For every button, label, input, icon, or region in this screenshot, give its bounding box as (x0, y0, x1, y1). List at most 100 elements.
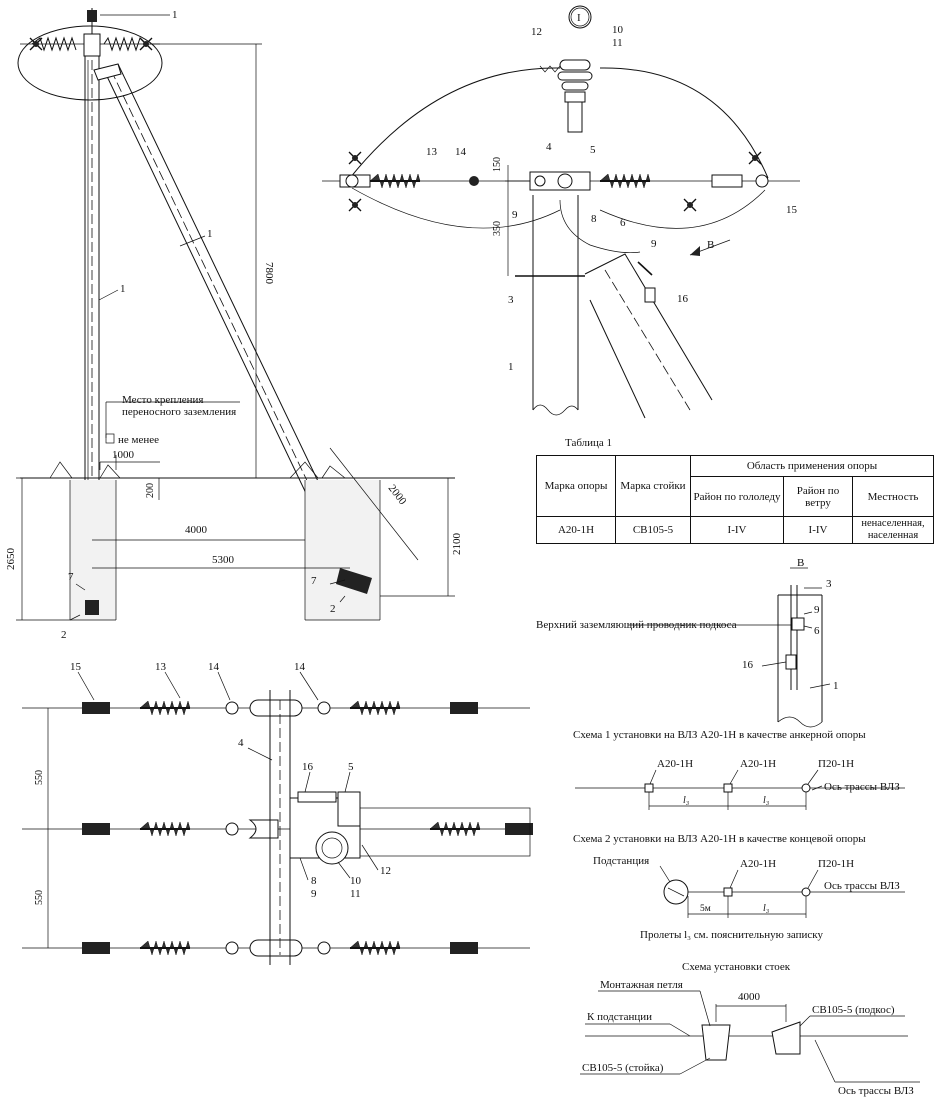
view-b: В Верхний заземляющий проводник подкоса … (536, 557, 839, 728)
plan-view: 15 13 14 14 4 5 16 8 9 10 11 12 550 550 (22, 661, 533, 965)
callout-1e: 1 (833, 680, 839, 692)
view-marker-label: I (577, 12, 581, 24)
dim-550-bottom: 550 (34, 890, 45, 905)
callout-8a: 8 (591, 213, 597, 225)
spans-note: Пролеты l₃ см. пояснительную записку (640, 929, 823, 941)
posts-axis-label: Ось трассы ВЛЗ (838, 1085, 914, 1097)
table-caption: Таблица 1 (565, 437, 612, 449)
callout-1a: 1 (172, 9, 178, 21)
callout-13b: 13 (155, 661, 167, 673)
callout-15a: 15 (786, 204, 798, 216)
callout-9c: 9 (311, 888, 317, 900)
table-cell-locality: ненаселенная, населенная (852, 516, 934, 544)
table-row: А20-1Н СВ105-5 I-IV I-IV ненаселенная, н… (536, 516, 934, 544)
dim-2000: 2000 (386, 482, 409, 507)
support-a20-1 (644, 783, 654, 793)
square-icon (105, 433, 115, 444)
to-substation-label: К подстанции (587, 1011, 652, 1023)
not-less-label: не менее (118, 434, 159, 446)
dim-550-top: 550 (34, 770, 45, 785)
support-p20 (801, 783, 811, 793)
callout-14a: 14 (455, 146, 467, 158)
posts-dim-4000: 4000 (738, 991, 761, 1003)
table-header-ice: Район по гололеду (690, 476, 784, 517)
scheme2-span-5m: 5м (700, 904, 711, 914)
callout-9b: 9 (651, 238, 657, 250)
callout-1c: 1 (207, 228, 213, 240)
scheme1-label-p: П20-1Н (818, 758, 854, 770)
posts-scheme-title: Схема установки стоек (682, 961, 791, 973)
table-header-area: Область применения опоры (690, 454, 934, 478)
callout-1b: 1 (120, 283, 126, 295)
post-icon (701, 1024, 731, 1061)
callout-1d: 1 (508, 361, 514, 373)
callout-16c: 16 (742, 659, 754, 671)
view-marker-circle (568, 5, 592, 29)
view-b-title: В (797, 557, 804, 569)
table-cell-wind: I-IV (783, 516, 853, 544)
dim-2100: 2100 (451, 533, 463, 556)
scheme1-label-a1: А20-1Н (657, 758, 693, 770)
callout-8b: 8 (311, 875, 317, 887)
scheme2-label-p: П20-1Н (818, 858, 854, 870)
callout-14c: 14 (294, 661, 306, 673)
callout-16a: 16 (677, 293, 689, 305)
callout-7b: 7 (311, 575, 317, 587)
dim-2650: 2650 (5, 548, 17, 571)
table-header-wind: Район по ветру (783, 476, 853, 517)
scheme2-span-l3: l₃ (763, 903, 770, 914)
attach-label-2: переносного заземления (122, 406, 236, 418)
scheme2-label-a: А20-1Н (740, 858, 776, 870)
table-header-post: Марка стойки (615, 455, 691, 517)
view-b-arrow-label: В (707, 239, 714, 251)
dim-7800: 7800 (263, 262, 275, 285)
callout-7a: 7 (68, 571, 74, 583)
callout-6b: 6 (814, 625, 820, 637)
scheme2-support-p20 (801, 887, 811, 897)
brace-label: СВ105-5 (подкос) (812, 1004, 895, 1016)
brace-icon (771, 1021, 801, 1055)
callout-3b: 3 (826, 578, 832, 590)
scheme-2: Схема 2 установки на ВЛЗ А20-1Н в качест… (573, 833, 905, 941)
scheme2-axis: Ось трассы ВЛЗ (824, 880, 900, 892)
callout-9a: 9 (512, 209, 518, 221)
table-header-brand: Марка опоры (536, 455, 616, 517)
callout-3a: 3 (508, 294, 514, 306)
table-cell-post: СВ105-5 (615, 516, 691, 544)
scheme2-support-a20 (723, 887, 733, 897)
posts-scheme: Схема установки стоек Монтажная петля К … (580, 961, 920, 1097)
detail-ellipse (17, 25, 163, 101)
callout-10b: 10 (350, 875, 362, 887)
scheme1-label-a2: А20-1Н (740, 758, 776, 770)
detail-i-view: I (322, 5, 800, 419)
support-a20-2 (723, 783, 733, 793)
elevation-view: 1 1 1 2 2 7 7 7800 Место крепления перен… (5, 8, 463, 641)
application-table: Марка опоры Марка стойки Область примене… (536, 454, 934, 544)
scheme1-span-2: l₃ (763, 795, 770, 806)
dim-5300: 5300 (212, 554, 235, 566)
callout-15b: 15 (70, 661, 82, 673)
callout-2b: 2 (330, 603, 336, 615)
ground-conductor-label: Верхний заземляющий проводник подкоса (536, 619, 737, 631)
callout-14b: 14 (208, 661, 220, 673)
scheme1-span-1: l₃ (683, 795, 690, 806)
attach-label-1: Место крепления (122, 394, 203, 406)
callout-9d: 9 (814, 604, 820, 616)
dim-350: 350 (492, 221, 503, 236)
callout-2a: 2 (61, 629, 67, 641)
table-cell-brand: А20-1Н (536, 516, 616, 544)
post-label: СВ105-5 (стойка) (582, 1062, 664, 1074)
callout-11a: 11 (612, 37, 623, 49)
dim-150: 150 (492, 157, 503, 172)
callout-6a: 6 (620, 217, 626, 229)
scheme-1: Схема 1 установки на ВЛЗ А20-1Н в качест… (573, 729, 905, 810)
callout-5a: 5 (590, 144, 596, 156)
dim-4000: 4000 (185, 524, 208, 536)
mounting-loop-label: Монтажная петля (600, 979, 683, 991)
callout-5b: 5 (348, 761, 354, 773)
table-header-locality: Местность (852, 476, 934, 517)
table-cell-ice: I-IV (690, 516, 784, 544)
callout-11b: 11 (350, 888, 361, 900)
